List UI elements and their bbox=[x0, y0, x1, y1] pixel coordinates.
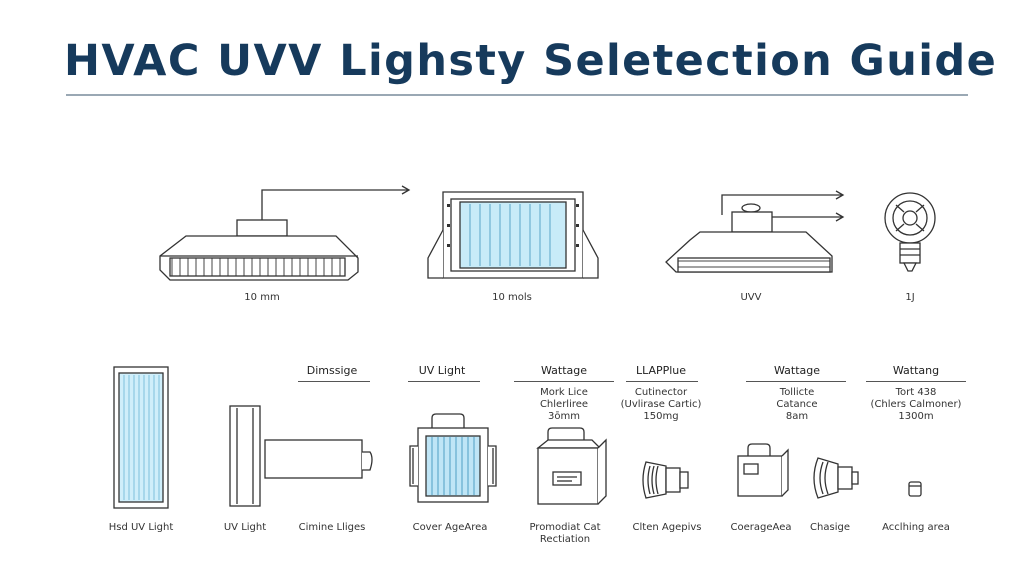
detail-col6-line1: Tort 438 bbox=[895, 387, 937, 398]
bottom-label-5: Promodiat Cat bbox=[529, 522, 601, 533]
detail-col3-line2: Chlerliree bbox=[539, 399, 589, 410]
detail-col6-line2: (Chlers Calmoner) bbox=[870, 399, 962, 410]
control-box-icon bbox=[536, 427, 607, 505]
hood-fixture-icon bbox=[159, 185, 411, 281]
header-underline-2 bbox=[408, 381, 480, 382]
uv-bulb-icon bbox=[884, 192, 936, 272]
column-header-3: Wattage bbox=[540, 364, 588, 377]
bottom-label-8: Chasige bbox=[810, 522, 850, 533]
top-label-1: 10 mm bbox=[244, 292, 280, 303]
canopy-fixture-icon bbox=[665, 190, 845, 273]
detail-col6: Tort 438 (Chlers Calmoner) 1300m bbox=[871, 387, 962, 423]
column-header-5: Wattage bbox=[773, 364, 821, 377]
detail-col5: Tollicte Catance 8am bbox=[776, 387, 817, 423]
header-underline-3 bbox=[514, 381, 614, 382]
column-header-1: Dimssige bbox=[306, 364, 358, 377]
top-label-3: UVV bbox=[740, 292, 762, 303]
header-underline-6 bbox=[866, 381, 966, 382]
header-underline-1 bbox=[298, 381, 370, 382]
detail-col6-line3: 1300m bbox=[898, 411, 934, 422]
bottom-label-4: Cover AgeArea bbox=[412, 522, 488, 533]
bottom-label-1: Hsd UV Light bbox=[108, 522, 174, 533]
bottom-label-6: Clten Agepivs bbox=[632, 522, 702, 533]
slim-uv-tube-icon bbox=[229, 405, 261, 507]
detail-col5-line1: Tollicte bbox=[779, 387, 815, 398]
detail-col4-line3: 150mg bbox=[643, 411, 679, 422]
detail-col5-line2: Catance bbox=[776, 399, 818, 410]
page-title: HVAC UVV Lighsty Seletection Guide bbox=[64, 36, 998, 86]
small-box-unit-icon bbox=[737, 443, 789, 497]
round-lamp-icon-2 bbox=[813, 457, 859, 499]
detail-col5-line3: 8am bbox=[785, 411, 809, 422]
detail-col4: Cutinector (Uvlirase Cartic) 150mg bbox=[621, 387, 702, 423]
top-label-2: 10 mols bbox=[492, 292, 532, 303]
detail-col4-line2: (Uvlirase Cartic) bbox=[620, 399, 702, 410]
bottom-label-7: CoerageAea bbox=[730, 522, 792, 533]
top-label-4: 1J bbox=[905, 292, 915, 303]
tall-uv-light-icon bbox=[113, 366, 169, 509]
header-underline-4 bbox=[626, 381, 698, 382]
column-header-6: Wattang bbox=[892, 364, 940, 377]
detail-col4-line1: Cutinector bbox=[634, 387, 688, 398]
detail-col3: Mork Lice Chlerliree 3ōmm bbox=[540, 387, 588, 423]
header-underline-5 bbox=[746, 381, 846, 382]
title-divider bbox=[66, 94, 968, 96]
bottom-label-5b: Rectiation bbox=[539, 534, 591, 545]
detail-col3-line3: 3ōmm bbox=[548, 411, 580, 422]
column-header-2: UV Light bbox=[418, 364, 466, 377]
detail-col3-line1: Mork Lice bbox=[540, 387, 588, 398]
round-lamp-icon bbox=[642, 461, 689, 499]
small-cap-icon bbox=[908, 481, 922, 497]
bottom-label-2: UV Light bbox=[223, 522, 267, 533]
bottom-label-9: Acclhing area bbox=[882, 522, 950, 533]
uv-panel-fixture-icon bbox=[427, 191, 599, 279]
bottom-label-3: Cimine Lliges bbox=[298, 522, 366, 533]
boxed-uv-unit-icon bbox=[409, 413, 497, 503]
column-header-4: LLAPPlue bbox=[635, 364, 687, 377]
duct-lamp-icon bbox=[264, 439, 373, 479]
